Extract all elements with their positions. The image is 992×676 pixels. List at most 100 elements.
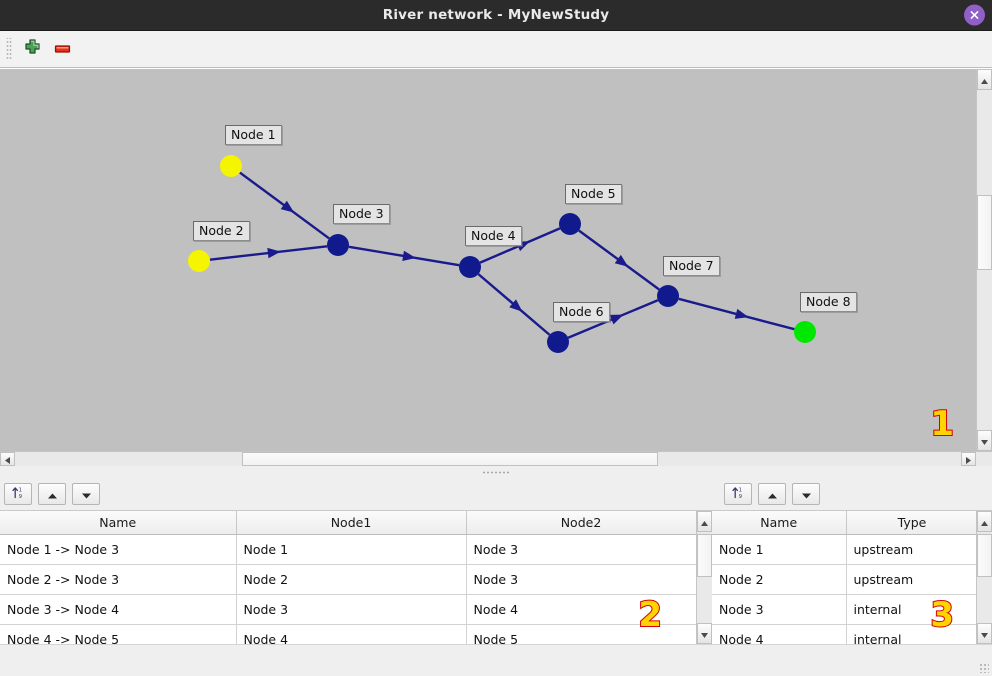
graph-hscroll-thumb[interactable] <box>242 452 659 466</box>
scroll-up-button[interactable] <box>977 69 992 90</box>
table-cell[interactable]: Node 4 -> Node 5 <box>0 624 237 644</box>
scroll-right-button[interactable] <box>961 452 976 466</box>
nodes-scroll-up-button[interactable] <box>977 511 992 532</box>
graph-node-label[interactable]: Node 3 <box>333 204 390 224</box>
graph-node-label[interactable]: Node 4 <box>465 226 522 246</box>
graph-canvas[interactable]: Node 1 Node 2 Node 3 Node 4 Node 5 Node 6 Node… <box>0 69 976 451</box>
graph-node[interactable] <box>327 234 349 256</box>
table-cell[interactable]: Node 1 <box>236 534 467 565</box>
links-move-up-button[interactable] <box>38 483 66 505</box>
table-cell[interactable]: internal <box>846 594 976 625</box>
nodes-vscroll-thumb[interactable] <box>977 533 992 578</box>
caret-left-icon <box>4 450 11 469</box>
links-scroll-down-button[interactable] <box>697 623 712 644</box>
links-vscroll-thumb[interactable] <box>697 533 712 578</box>
plus-icon <box>24 38 41 60</box>
caret-up-icon <box>980 512 989 531</box>
table-cell[interactable]: Node 3 -> Node 4 <box>0 594 237 625</box>
graph-vertical-scrollbar[interactable] <box>976 69 992 451</box>
scroll-left-button[interactable] <box>0 452 15 466</box>
nodes-move-down-button[interactable] <box>792 483 820 505</box>
table-cell[interactable]: Node 5 <box>466 624 696 644</box>
table-cell[interactable]: Node 2 <box>236 564 467 595</box>
table-cell[interactable]: Node 4 <box>712 624 847 644</box>
table-cell[interactable]: Node 1 -> Node 3 <box>0 534 237 565</box>
window-resize-grip[interactable] <box>979 663 989 673</box>
graph-panel: Node 1 Node 2 Node 3 Node 4 Node 5 Node 6 Node… <box>0 68 992 466</box>
table-cell[interactable]: upstream <box>846 534 976 565</box>
links-move-down-button[interactable] <box>72 483 100 505</box>
scroll-down-button[interactable] <box>977 430 992 451</box>
table-cell[interactable]: Node 3 <box>236 594 467 625</box>
window-title: River network - MyNewStudy <box>382 7 610 23</box>
graph-node-label[interactable]: Node 6 <box>553 302 610 322</box>
graph-node[interactable] <box>220 155 242 177</box>
links-toolbar: 1 9 <box>0 478 712 510</box>
graph-node-label[interactable]: Node 2 <box>193 221 250 241</box>
graph-node[interactable] <box>559 213 581 235</box>
graph-node[interactable] <box>547 331 569 353</box>
nodes-sort-button[interactable]: 1 9 <box>724 483 752 505</box>
add-node-button[interactable] <box>17 35 47 63</box>
table-cell[interactable]: Node 3 <box>712 594 847 625</box>
column-header[interactable]: Node2 <box>466 511 696 535</box>
table-cell[interactable]: Node 4 <box>466 594 696 625</box>
graph-node-label[interactable]: Node 7 <box>663 256 720 276</box>
nodes-move-up-button[interactable] <box>758 483 786 505</box>
table-cell[interactable]: Node 4 <box>236 624 467 644</box>
links-vscroll-track[interactable] <box>697 532 712 623</box>
close-button[interactable] <box>964 4 985 26</box>
graph-hscroll-track[interactable] <box>15 452 961 466</box>
horizontal-splitter[interactable] <box>0 466 992 478</box>
table-cell[interactable]: Node 1 <box>712 534 847 565</box>
table-cell[interactable]: Node 2 -> Node 3 <box>0 564 237 595</box>
caret-down-icon <box>980 431 989 450</box>
graph-vscroll-track[interactable] <box>977 90 992 430</box>
graph-node[interactable] <box>459 256 481 278</box>
nodes-vscroll-track[interactable] <box>977 532 992 623</box>
graph-node[interactable] <box>794 321 816 343</box>
svg-text:1: 1 <box>18 487 21 493</box>
table-cell[interactable]: Node 3 <box>466 534 696 565</box>
graph-node-label[interactable]: Node 8 <box>800 292 857 312</box>
graph-edge-arrow <box>402 250 416 261</box>
column-header[interactable]: Type <box>846 511 976 535</box>
column-header[interactable]: Name <box>0 511 237 535</box>
delete-node-button[interactable] <box>47 35 77 63</box>
nodes-scroll-down-button[interactable] <box>977 623 992 644</box>
table-cell[interactable]: Node 3 <box>466 564 696 595</box>
table-cell[interactable]: internal <box>846 624 976 644</box>
splitter-grip-icon <box>482 470 510 474</box>
graph-vscroll-thumb[interactable] <box>977 195 992 271</box>
links-vertical-scrollbar[interactable] <box>696 511 712 644</box>
graph-horizontal-scrollbar[interactable] <box>0 451 992 466</box>
links-sort-button[interactable]: 1 9 <box>4 483 32 505</box>
table-cell[interactable]: upstream <box>846 564 976 595</box>
column-header[interactable]: Name <box>712 511 847 535</box>
status-bar <box>0 644 992 676</box>
table-cell[interactable]: Node 2 <box>712 564 847 595</box>
links-scroll-up-button[interactable] <box>697 511 712 532</box>
column-header[interactable]: Node1 <box>236 511 467 535</box>
toolbar-drag-handle[interactable] <box>6 38 12 60</box>
graph-node[interactable] <box>188 250 210 272</box>
nodes-vertical-scrollbar[interactable] <box>976 511 992 644</box>
graph-node[interactable] <box>657 285 679 307</box>
graph-node-label[interactable]: Node 5 <box>565 184 622 204</box>
graph-node-label[interactable]: Node 1 <box>225 125 282 145</box>
sort-icon: 1 9 <box>11 485 26 504</box>
